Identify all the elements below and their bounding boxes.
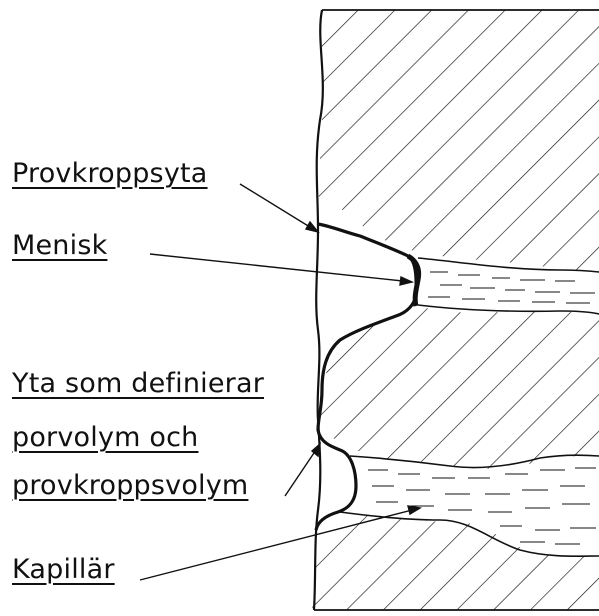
label-defining-surface-line1: Yta som definierar — [12, 370, 264, 397]
label-defining-surface-line2: porvolym och — [12, 424, 199, 451]
label-capillary: Kapillär — [12, 556, 115, 583]
arrowhead-surface — [306, 222, 318, 232]
arrowhead-capillary — [408, 506, 420, 514]
solid-material — [312, 10, 599, 610]
leader-surface — [240, 184, 318, 232]
arrowhead-meniscus — [400, 277, 412, 285]
leader-meniscus — [150, 254, 412, 282]
label-meniscus: Menisk — [12, 232, 107, 259]
label-specimen-surface: Provkroppsyta — [12, 160, 208, 187]
label-defining-surface-line3: provkroppsvolym — [12, 472, 248, 499]
